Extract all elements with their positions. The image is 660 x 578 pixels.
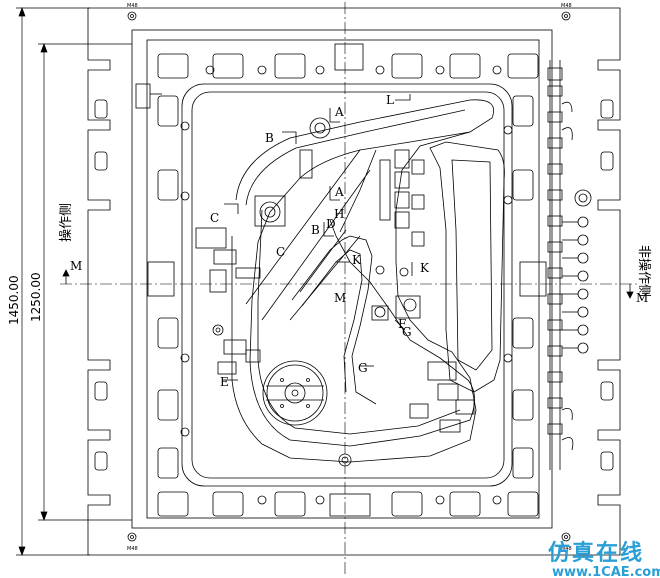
non-operator-side-label: 非操作侧	[636, 245, 652, 297]
part-channel	[291, 235, 377, 405]
section-label-f: F	[398, 317, 406, 331]
section-label-g-right: G	[402, 325, 412, 339]
corner-tag-bottom-left: M48	[127, 546, 138, 552]
mold-plate	[131, 29, 553, 529]
section-label-e: E	[220, 375, 229, 389]
section-label-g-low: G	[358, 361, 368, 375]
part-flange	[231, 131, 477, 463]
side-slots	[94, 99, 614, 471]
part-outline-inner	[245, 109, 466, 435]
dimension-1250: 1250.00	[29, 272, 43, 322]
bottom-bolt-pockets	[157, 491, 539, 517]
section-label-h: H	[334, 207, 344, 221]
cavity-boundary-inner	[191, 91, 505, 479]
section-label-b-top: B	[265, 131, 274, 145]
corner-bolts	[127, 11, 571, 542]
outer-frame	[87, 7, 621, 556]
cavity-boundary	[181, 83, 513, 487]
part-outline	[235, 99, 495, 447]
operator-side-label: 操作侧	[58, 203, 74, 242]
watermark-url: www.1CAE.com	[552, 565, 660, 578]
m-marker-right: M	[636, 291, 648, 305]
left-handle	[135, 83, 162, 109]
corner-tag-top-left: M48	[127, 3, 138, 9]
dimension-1450: 1450.00	[7, 275, 21, 325]
section-label-k-right: K	[420, 261, 430, 275]
right-pillar-inner	[451, 159, 493, 371]
section-label-d: D	[326, 217, 336, 231]
left-fixtures	[195, 227, 261, 375]
section-label-b-mid: B	[311, 223, 320, 237]
section-label-m-center: M	[334, 291, 346, 305]
section-label-a-top: A	[334, 105, 344, 119]
section-label-l: L	[386, 93, 394, 107]
top-bolt-pockets	[157, 43, 539, 79]
m-marker-left: M	[70, 259, 82, 273]
right-pillar	[429, 141, 505, 393]
right-bolt-pockets	[503, 95, 547, 479]
part-rib-diagonal	[245, 149, 377, 321]
section-label-c-left: C	[210, 211, 219, 225]
section-label-k-left: K	[352, 253, 362, 267]
cylinder-assembly	[262, 360, 328, 426]
watermark-title: 仿真在线	[548, 540, 644, 566]
small-cylinders	[212, 117, 421, 467]
corner-tag-bottom-right: M48	[561, 546, 572, 552]
section-label-c-mid: C	[276, 245, 285, 259]
section-arrows	[222, 94, 413, 381]
mold-plate-inner	[146, 39, 540, 519]
left-bolt-pockets	[147, 95, 190, 479]
corner-tag-top-right: M48	[561, 3, 572, 9]
section-label-a-mid: A	[334, 185, 344, 199]
fitting-column	[547, 60, 592, 470]
pillar-clamps	[379, 149, 475, 433]
